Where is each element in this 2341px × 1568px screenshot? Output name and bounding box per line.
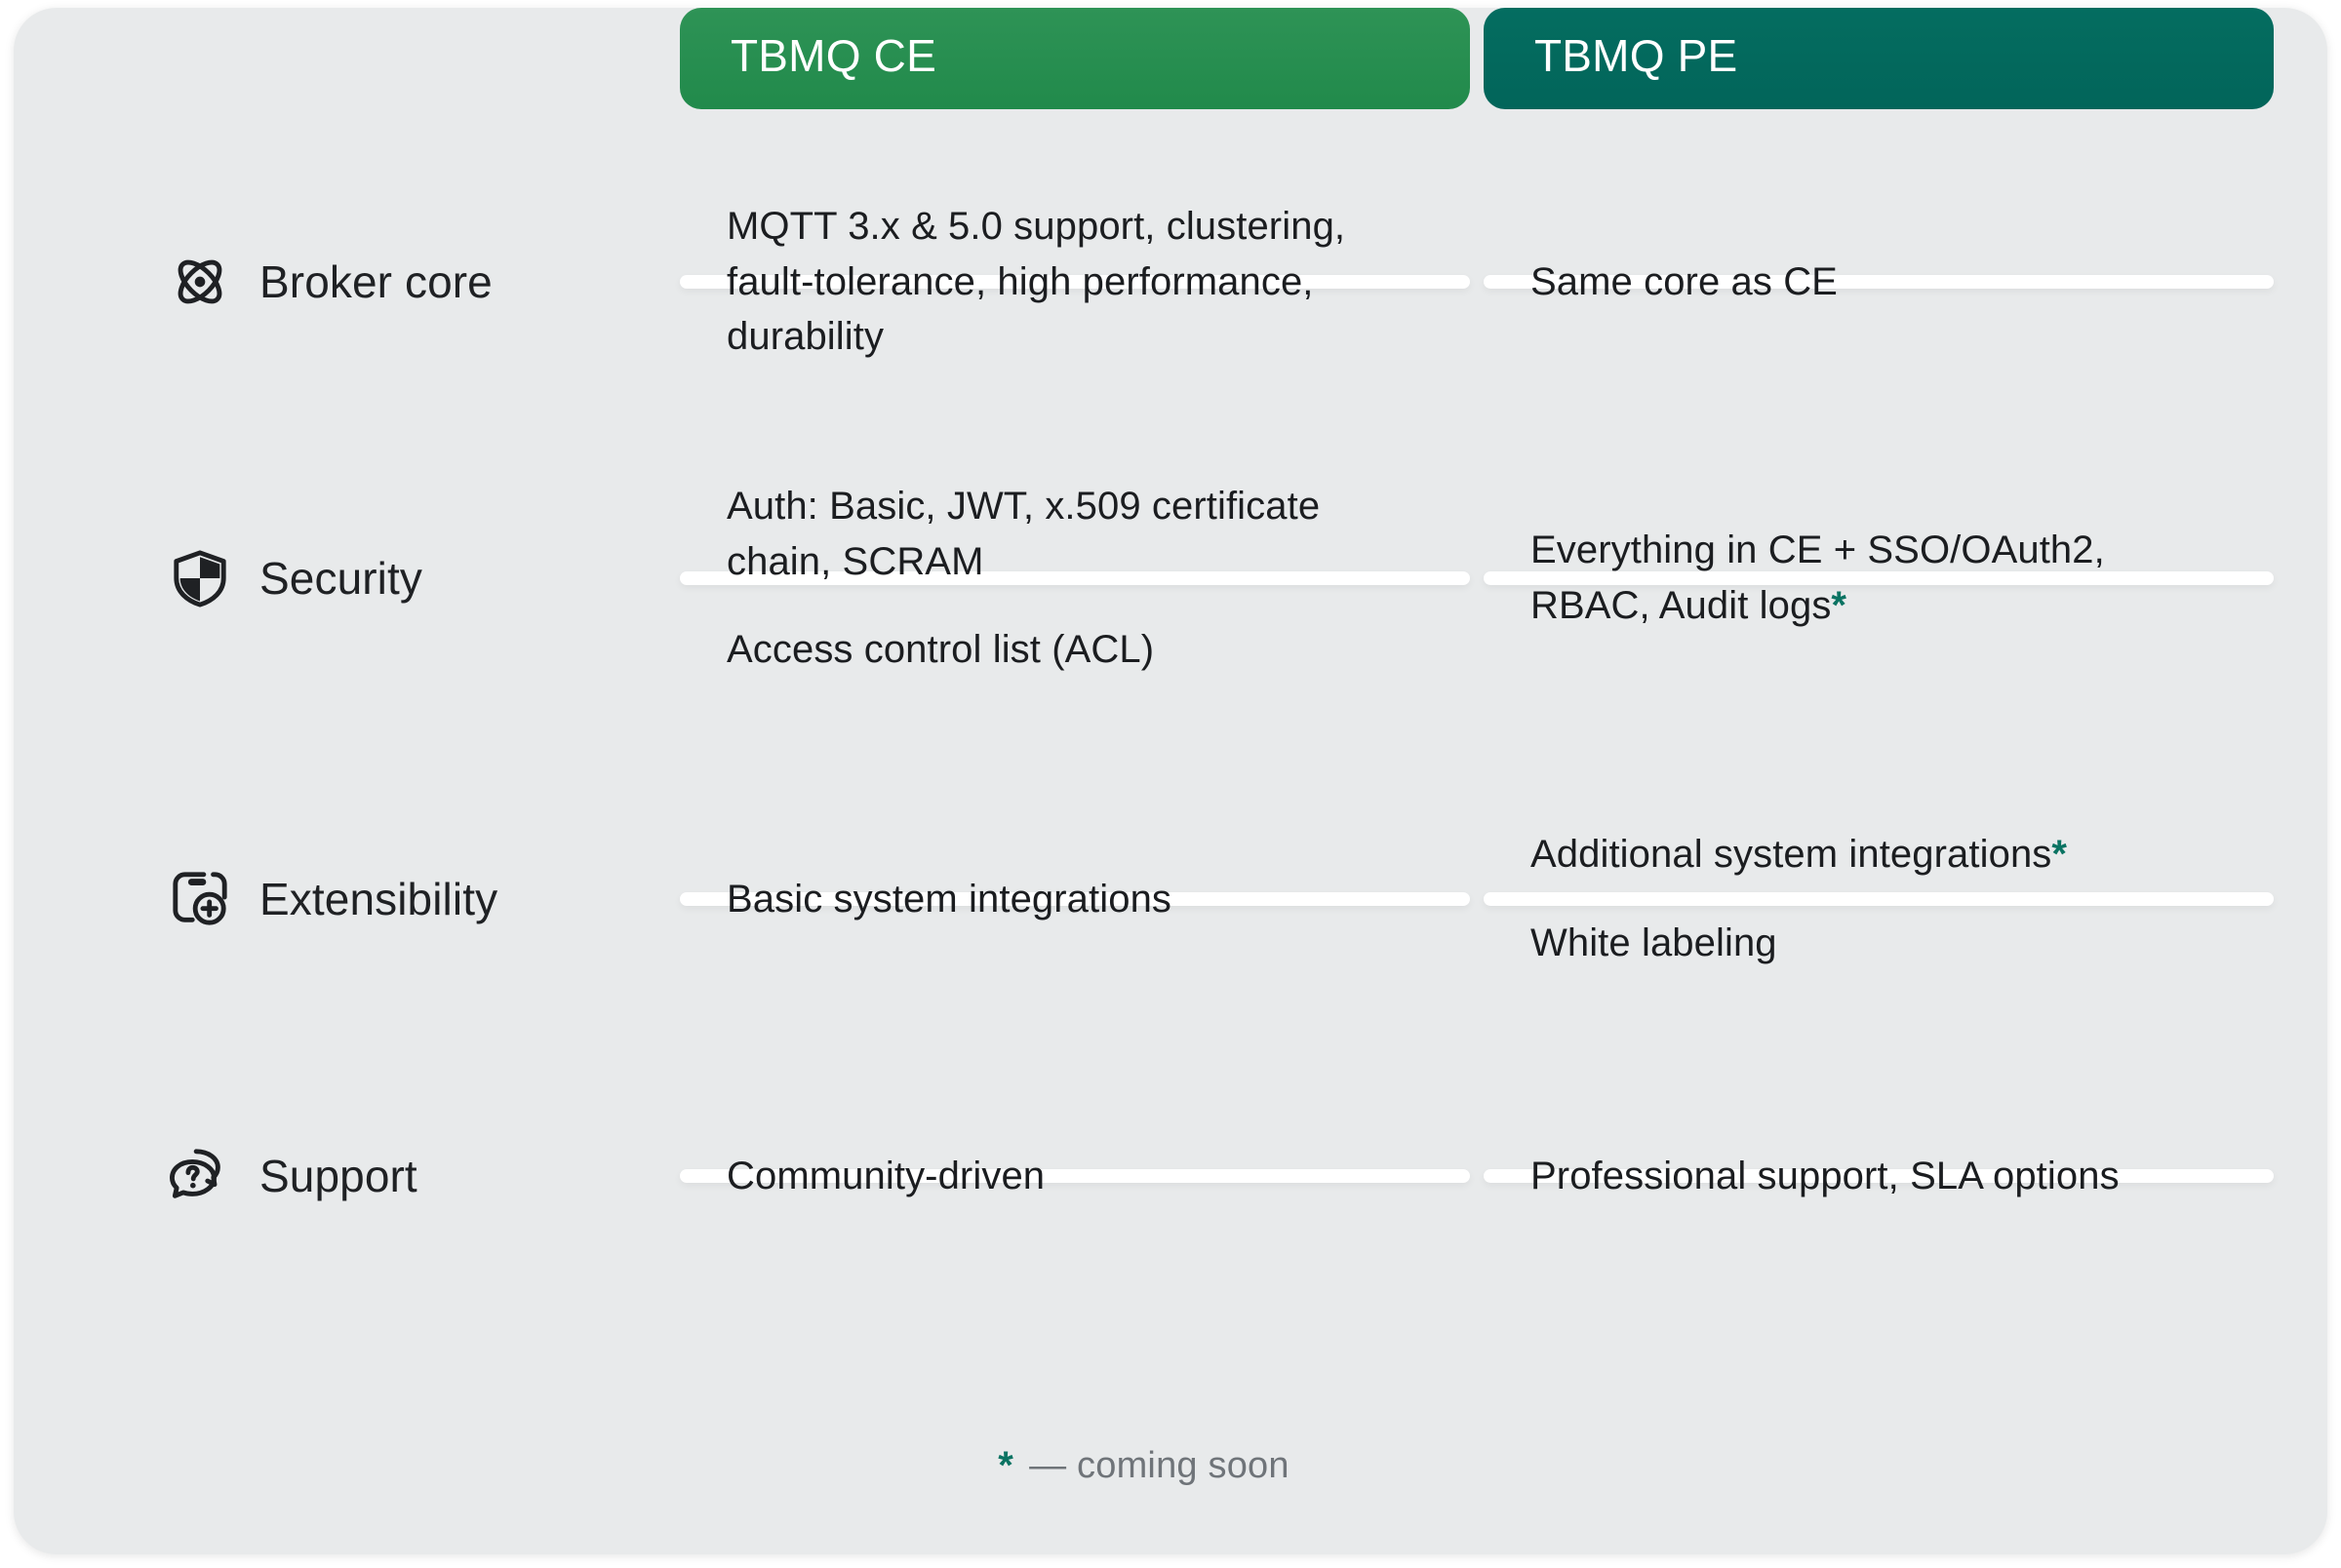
row-gap xyxy=(680,1183,1470,1378)
shield-icon xyxy=(170,548,230,608)
cell-security-pe: Everything in CE + SSO/OAuth2, RBAC, Aud… xyxy=(1484,529,2274,627)
row-label-text: Broker core xyxy=(259,256,493,307)
column-gap xyxy=(1470,892,1484,906)
column-gap xyxy=(1470,571,1484,585)
coming-soon-marker: * xyxy=(1831,584,1847,627)
row-label-text: Security xyxy=(259,553,422,604)
row-gap xyxy=(1470,289,1484,571)
cell-security-ce: Auth: Basic, JWT, x.509 certificate chai… xyxy=(680,485,1470,671)
row-gap xyxy=(1484,1183,2274,1378)
row-label-security: Security xyxy=(14,550,680,608)
comparison-panel: TBMQ CE TBMQ PE Broker core MQTT 3.x & 5… xyxy=(14,8,2327,1554)
row-label-extensibility: Extensibility xyxy=(14,872,680,925)
cell-text: Community-driven xyxy=(727,1154,1046,1197)
coming-soon-marker: * xyxy=(998,1444,1014,1487)
footnote: * — coming soon xyxy=(14,1378,2274,1554)
column-header-ce-label: TBMQ CE xyxy=(731,30,936,81)
cell-text-with-marker: Additional system integrations* xyxy=(1530,827,2227,882)
row-gap xyxy=(14,109,680,275)
column-gap xyxy=(1470,1169,1484,1183)
module-plus-icon xyxy=(170,869,230,929)
cell-text: Basic system integrations xyxy=(727,877,1172,921)
cell-text: Access control list (ACL) xyxy=(727,628,1155,672)
cell-text: MQTT 3.x & 5.0 support, clustering, faul… xyxy=(727,204,1346,359)
column-header-pe-label: TBMQ PE xyxy=(1534,30,1738,81)
footnote-text: — coming soon xyxy=(1029,1445,1290,1486)
column-header-tbmq-ce: TBMQ CE xyxy=(680,8,1470,109)
cell-text: Same core as CE xyxy=(1530,259,1838,303)
cell-broker-core-ce: MQTT 3.x & 5.0 support, clustering, faul… xyxy=(680,205,1470,358)
cell-text: White labeling xyxy=(1530,921,1777,964)
row-label-broker-core: Broker core xyxy=(14,256,680,307)
atom-icon xyxy=(170,252,230,312)
row-label-text: Support xyxy=(259,1151,417,1201)
row-label-support: Support xyxy=(14,1149,680,1201)
row-label-text: Extensibility xyxy=(259,874,498,924)
row-gap xyxy=(1470,109,1484,275)
cell-support-ce: Community-driven xyxy=(680,1155,1470,1197)
cell-text: Additional system integrations xyxy=(1530,833,2052,877)
cell-text: Professional support, SLA options xyxy=(1530,1154,2120,1197)
comparison-grid: TBMQ CE TBMQ PE Broker core MQTT 3.x & 5… xyxy=(14,8,2327,1554)
row-gap xyxy=(1484,109,2274,275)
row-gap xyxy=(680,585,1470,892)
coming-soon-marker: * xyxy=(2051,833,2068,877)
row-gap xyxy=(1470,906,1484,1169)
cell-text: Everything in CE + SSO/OAuth2, RBAC, Aud… xyxy=(1530,529,2105,627)
row-gap xyxy=(14,906,680,1169)
cell-text-with-marker: Everything in CE + SSO/OAuth2, RBAC, Aud… xyxy=(1530,523,2227,634)
grid-corner-spacer xyxy=(14,8,680,109)
cell-support-pe: Professional support, SLA options xyxy=(1484,1155,2274,1197)
row-gap xyxy=(680,906,1470,1169)
row-gap xyxy=(14,1183,680,1378)
column-gap xyxy=(1470,275,1484,289)
column-gap xyxy=(1470,8,1484,109)
row-gap xyxy=(1470,585,1484,892)
column-header-tbmq-pe: TBMQ PE xyxy=(1484,8,2274,109)
row-gap xyxy=(1470,1183,1484,1378)
cell-extensibility-pe: Additional system integrations* White la… xyxy=(1484,833,2274,964)
row-gap xyxy=(14,289,680,571)
row-gap xyxy=(14,585,680,892)
row-gap xyxy=(1484,906,2274,1169)
cell-broker-core-pe: Same core as CE xyxy=(1484,260,2274,303)
cell-extensibility-ce: Basic system integrations xyxy=(680,878,1470,921)
support-chat-icon xyxy=(170,1146,230,1206)
cell-text: Auth: Basic, JWT, x.509 certificate chai… xyxy=(727,484,1321,583)
